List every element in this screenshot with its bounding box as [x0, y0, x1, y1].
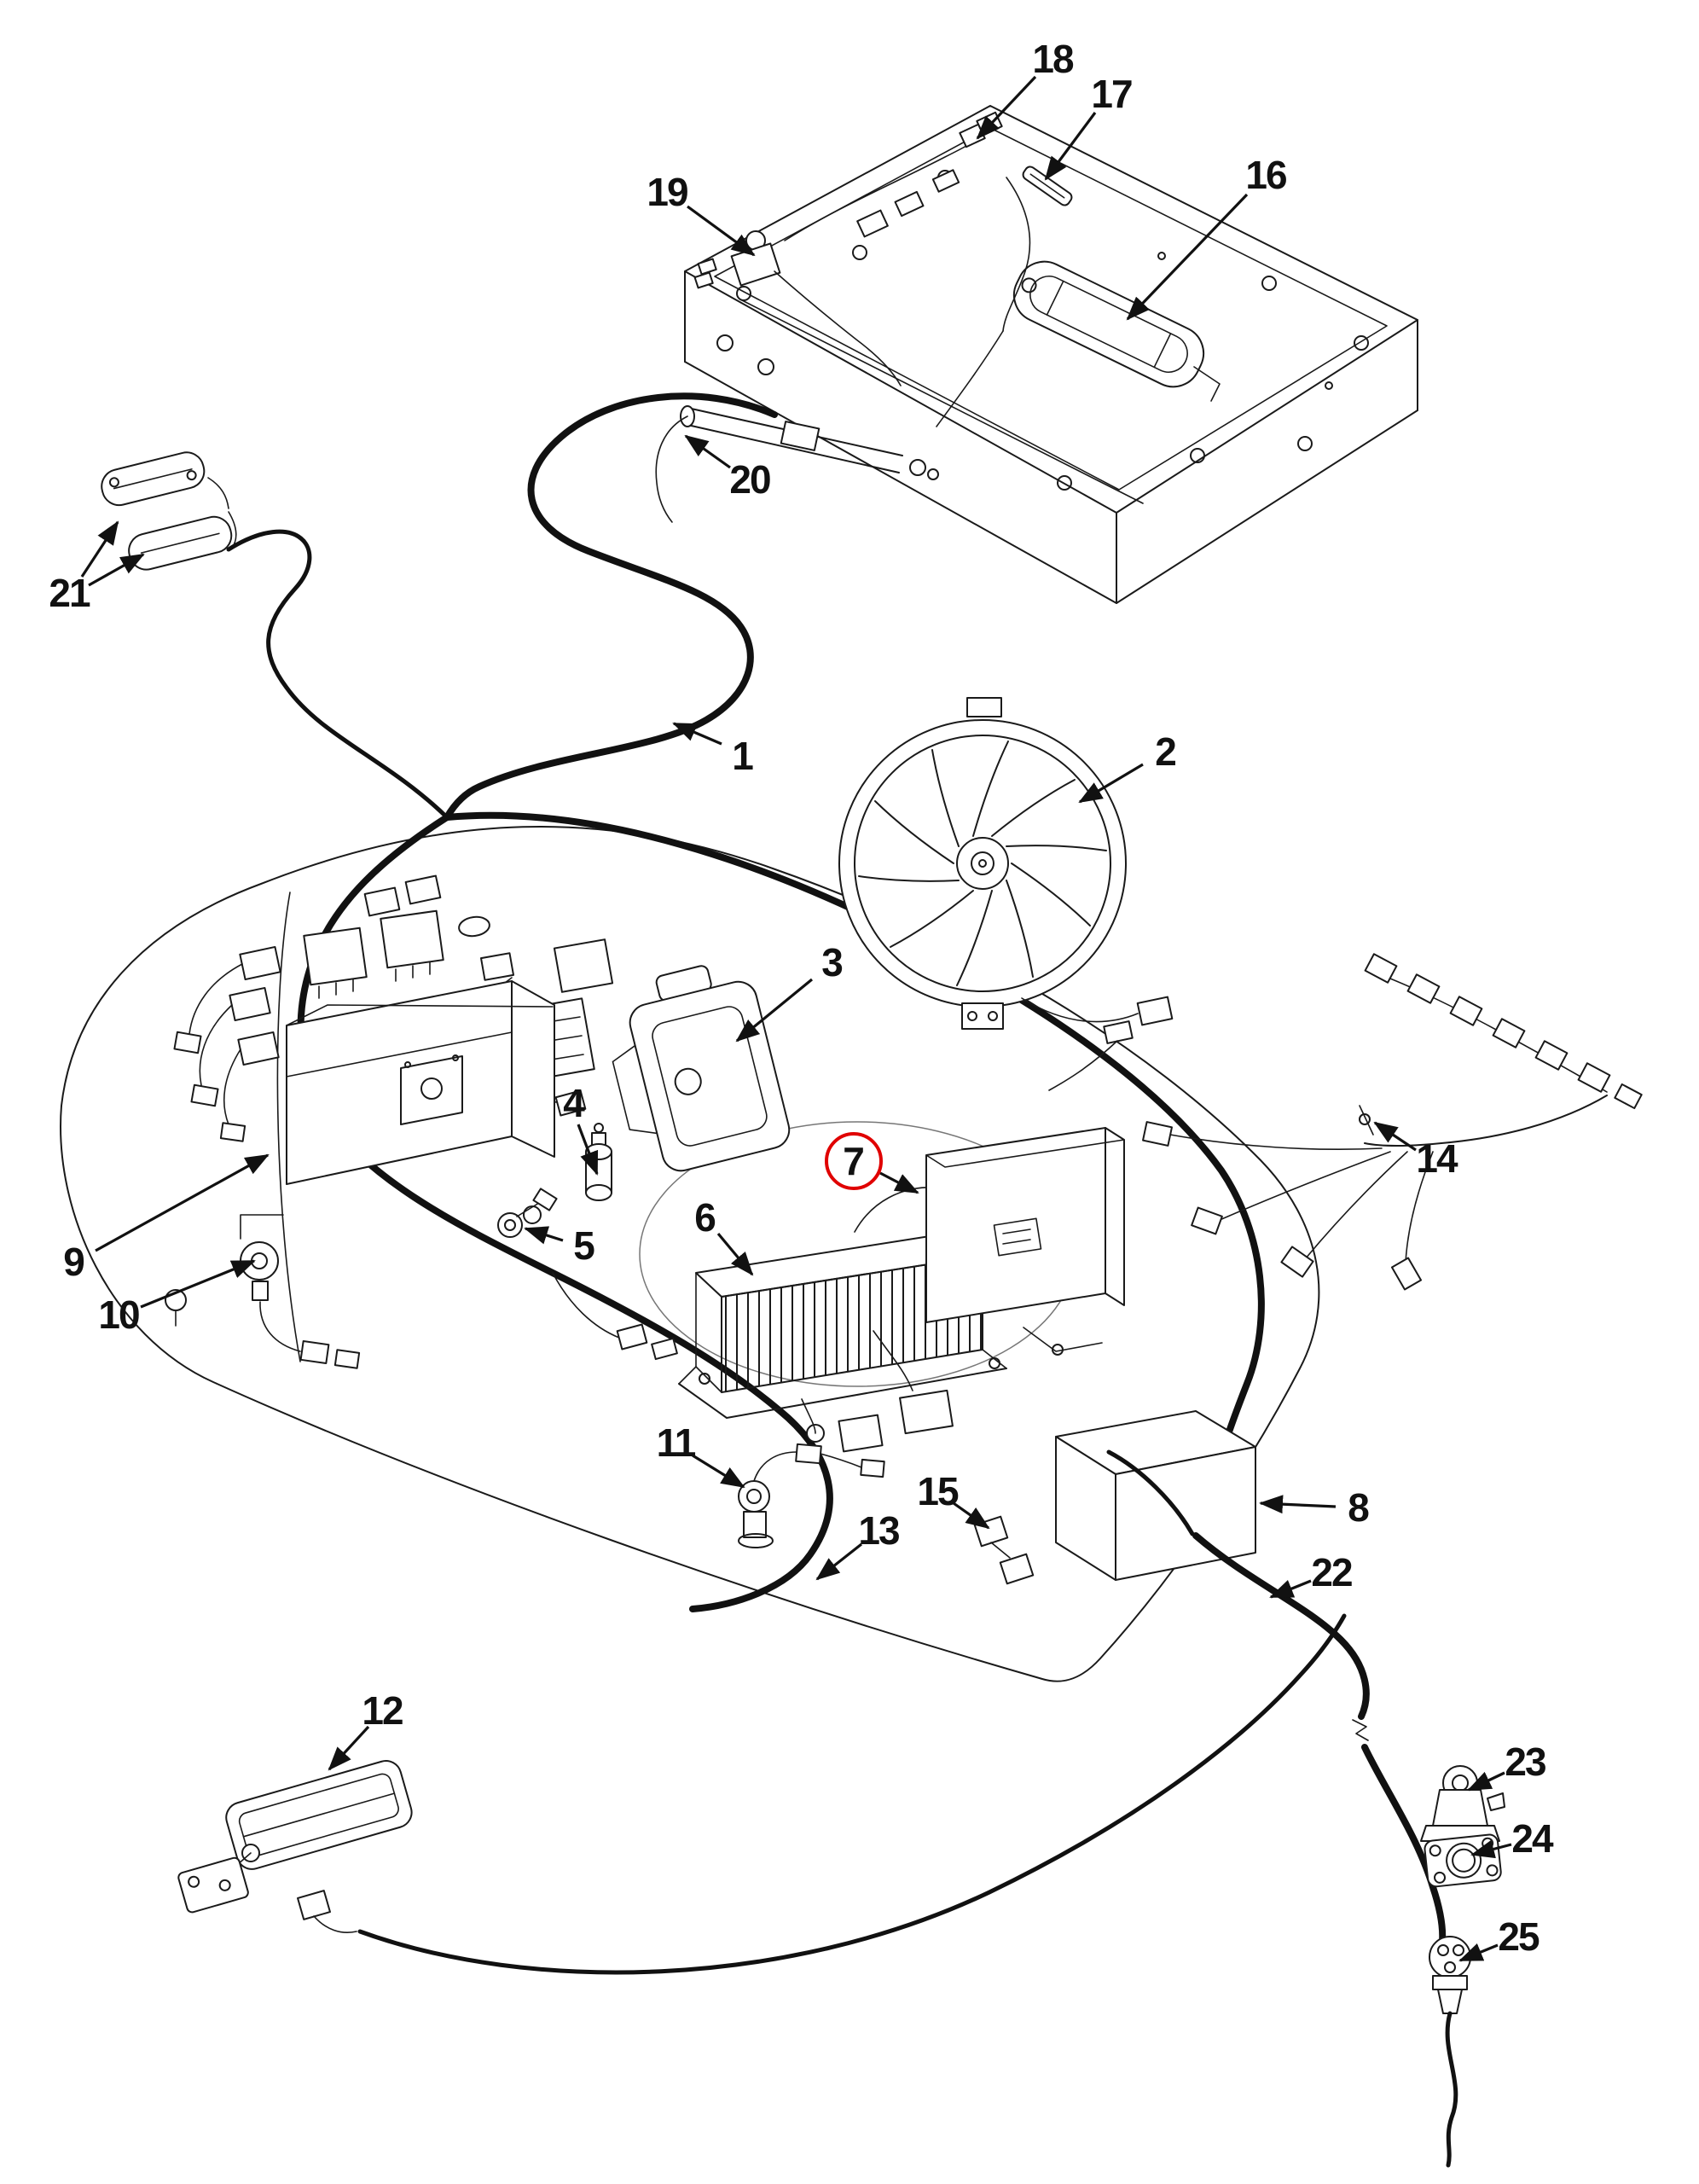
callout-25: 25	[1498, 1914, 1540, 1959]
part-battery-box-8	[1055, 1410, 1256, 1581]
part-pushbutton-24	[1424, 1833, 1502, 1888]
callout-8: 8	[1348, 1485, 1370, 1530]
callout-17: 17	[1091, 72, 1133, 116]
callout-22: 22	[1311, 1550, 1353, 1594]
callout-7-highlighted: 7	[825, 1132, 883, 1190]
callout-13: 13	[858, 1508, 900, 1553]
part-control-module-7	[925, 1127, 1125, 1356]
callout-10: 10	[98, 1292, 140, 1337]
part-controller-6	[678, 1187, 1007, 1453]
callout-16: 16	[1245, 153, 1287, 197]
part-worklight-12	[177, 1613, 1347, 1975]
callout-19: 19	[647, 170, 688, 214]
part-switch-23	[1420, 1765, 1505, 1842]
callout-4: 4	[563, 1081, 585, 1125]
part-bracket-plate-3	[612, 965, 791, 1172]
part-sensor-10	[240, 1214, 361, 1369]
callout-5: 5	[573, 1223, 595, 1268]
part-hose-20	[655, 405, 939, 523]
part-connectors-15	[973, 1515, 1035, 1585]
callout-18: 18	[1032, 37, 1074, 81]
callout-15: 15	[917, 1469, 959, 1513]
part-electrical-box-9	[173, 874, 555, 1185]
callout-20: 20	[729, 457, 771, 502]
callout-14: 14	[1416, 1136, 1458, 1181]
callout-9: 9	[63, 1240, 85, 1284]
part-condenser-fan-2	[838, 697, 1174, 1091]
callout-2: 2	[1155, 729, 1177, 774]
part-fitting-5	[497, 1188, 558, 1238]
callout-3: 3	[821, 940, 844, 985]
part-heater-plate-16	[1012, 260, 1221, 402]
part-solenoid-11	[738, 1443, 885, 1548]
callout-11: 11	[656, 1420, 697, 1465]
part-branch-harness-14	[1142, 953, 1643, 1291]
callout-1: 1	[732, 734, 754, 778]
callout-24: 24	[1511, 1816, 1553, 1861]
part-wire-17	[774, 166, 1073, 427]
part-plug-25	[1429, 1936, 1471, 2168]
callout-23: 23	[1505, 1740, 1546, 1784]
callout-21: 21	[49, 571, 90, 615]
callout-12: 12	[362, 1688, 403, 1733]
part-cylinder-4	[585, 1123, 612, 1201]
part-marker-lights-21	[101, 451, 449, 820]
callout-6: 6	[694, 1195, 716, 1240]
